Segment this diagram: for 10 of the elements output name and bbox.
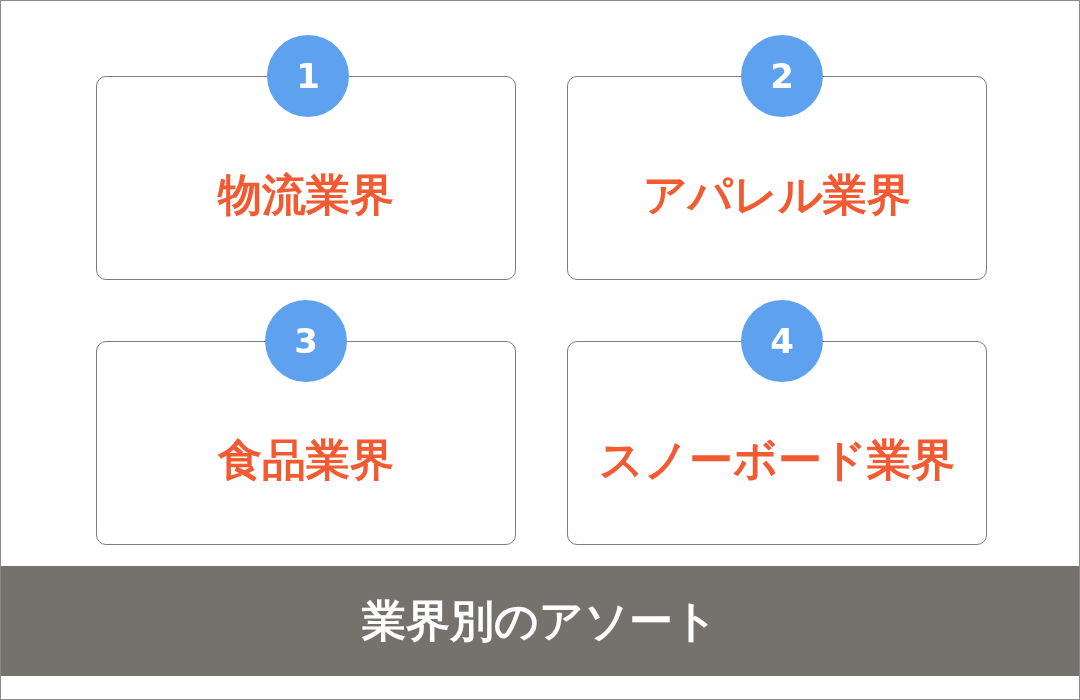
category-label: 食品業界 xyxy=(218,432,394,487)
category-label: 物流業界 xyxy=(218,167,394,222)
number-label: 3 xyxy=(294,321,318,361)
number-label: 2 xyxy=(770,56,794,96)
category-label: アパレル業界 xyxy=(643,167,911,222)
category-label: スノーボード業界 xyxy=(599,432,955,487)
footer-band xyxy=(1,566,1079,676)
number-label: 4 xyxy=(770,321,794,361)
footer-title: 業界別のアソート xyxy=(362,593,718,648)
number-label: 1 xyxy=(296,56,320,96)
